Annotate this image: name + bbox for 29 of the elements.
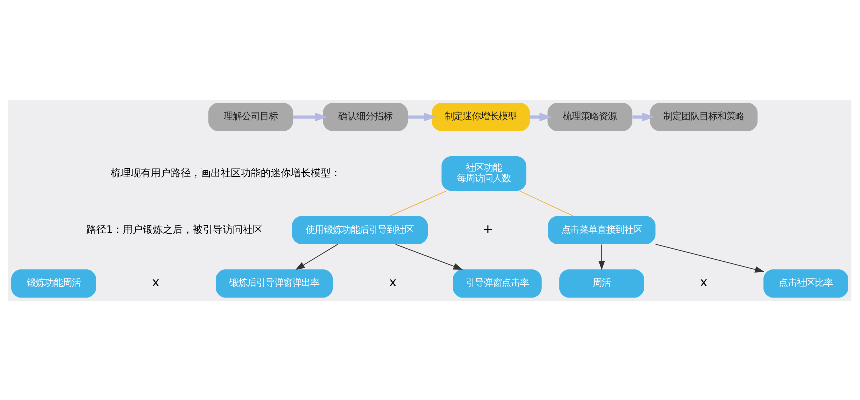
- node-box: 引导弹窗点击率: [453, 269, 542, 298]
- node-box: 理解公司目标: [208, 102, 294, 131]
- node-box: 周活: [560, 269, 644, 298]
- label: 路径1：用户锻炼之后，被引导访问社区: [86, 224, 264, 236]
- arrow: [296, 244, 338, 270]
- label: 梳理现有用户路径，画出社区功能的迷你增长模型：: [110, 168, 341, 179]
- arrow: [632, 112, 655, 122]
- node-box: 确认细分指标: [323, 102, 408, 131]
- arrow: [530, 112, 552, 122]
- connector: [390, 190, 448, 216]
- node-box: 锻炼后引导弹窗弹出率: [216, 269, 334, 298]
- node-box: 制定团队目标和策略: [650, 102, 758, 131]
- node-box: 制定迷你增长模型: [432, 102, 530, 131]
- node-box: 点击社区比率: [764, 269, 848, 298]
- label: x: [152, 274, 160, 290]
- label: x: [700, 274, 708, 290]
- node-box: 社区功能 每周访问人数: [442, 156, 527, 191]
- arrow: [395, 244, 464, 270]
- arrow: [408, 112, 437, 122]
- label: +: [482, 220, 494, 236]
- node-box: 梳理策略资源: [548, 102, 633, 131]
- node-box: 使用锻炼功能后引导到社区: [292, 216, 428, 244]
- label: x: [389, 274, 397, 290]
- connector: [519, 190, 574, 216]
- arrow: [655, 244, 765, 272]
- arrow: [598, 244, 606, 270]
- arrow: [294, 112, 328, 122]
- node-box: 锻炼功能周活: [12, 269, 96, 298]
- node-box: 点击菜单直接到社区: [548, 216, 656, 244]
